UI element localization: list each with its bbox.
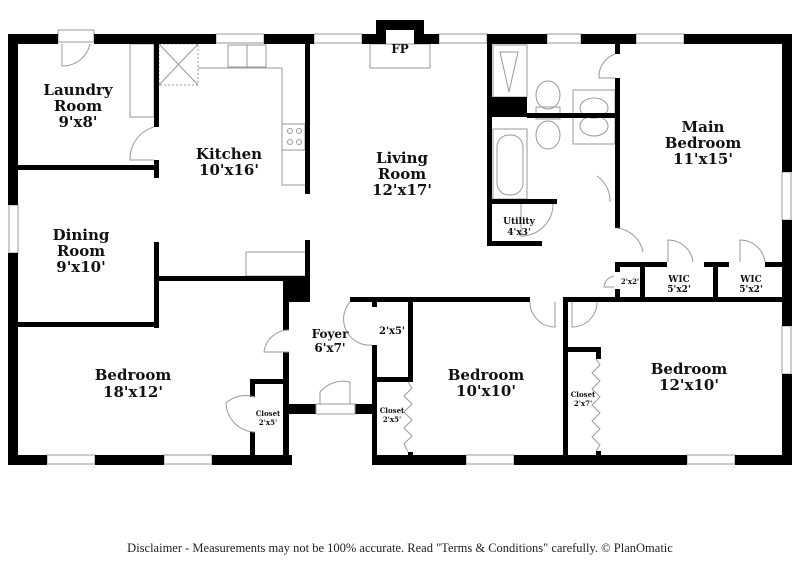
room-wic-1: WIC 5'x2'	[667, 275, 690, 295]
room-name: Closet	[256, 409, 281, 418]
room-bedroom-3: Bedroom 12'x10'	[651, 360, 728, 394]
room-dimensions: 9'x10'	[56, 258, 105, 276]
room-dining: Dining Room 9'x10'	[53, 226, 110, 276]
room-dimensions: 12'x10'	[659, 376, 719, 394]
room-name: WIC	[739, 275, 761, 285]
room-name: Bedroom	[651, 360, 728, 378]
room-bedroom-1-closet: Closet 2'x5'	[256, 409, 281, 427]
room-foyer: Foyer 6'x7'	[312, 327, 349, 355]
room-utility: Utility 4'x3'	[503, 217, 535, 238]
room-dimensions: 2'x7'	[574, 399, 592, 408]
room-dimensions: 6'x7'	[314, 341, 345, 355]
room-name: Main	[682, 118, 725, 136]
room-dimensions: 10'x10'	[456, 382, 516, 400]
room-dimensions: 5'x2'	[667, 285, 690, 295]
room-name: Closet	[571, 390, 596, 399]
room-foyer-closet: 2'x5'	[379, 326, 405, 337]
room-dimensions: 4'x3'	[507, 228, 530, 238]
room-name: Room	[57, 242, 105, 260]
room-dimensions: 2'x5'	[383, 415, 401, 424]
room-name: Laundry	[43, 81, 113, 99]
room-name: Living	[376, 149, 429, 167]
room-name: Closet	[380, 406, 405, 415]
room-name: Bedroom	[95, 366, 172, 384]
room-name: WIC	[667, 275, 689, 285]
room-closet-2x2: 2'x2'	[621, 277, 639, 286]
room-name: Bedroom	[448, 366, 525, 384]
room-kitchen: Kitchen 10'x16'	[196, 145, 262, 179]
fireplace-label: FP	[391, 42, 409, 56]
room-name: Foyer	[312, 327, 349, 341]
room-dimensions: 9'x8'	[58, 113, 97, 131]
room-wic-2: WIC 5'x2'	[739, 275, 762, 295]
doors	[61, 43, 766, 453]
room-dimensions: 5'x2'	[739, 285, 762, 295]
room-bedroom-2-closet: Closet 2'x5'	[380, 406, 405, 424]
room-labels: FP Laundry Room 9'x8' Kitchen 10'x16' Li…	[43, 42, 762, 427]
room-dimensions: 2'x2'	[621, 277, 639, 286]
walls	[8, 20, 792, 465]
room-laundry: Laundry Room 9'x8'	[43, 81, 113, 131]
disclaimer-text: Disclaimer - Measurements may not be 100…	[127, 541, 673, 555]
room-name: Bedroom	[665, 134, 742, 152]
room-dimensions: 10'x16'	[199, 161, 259, 179]
room-dimensions: 11'x15'	[673, 150, 733, 168]
room-living: Living Room 12'x17'	[372, 149, 432, 199]
room-name: Utility	[503, 217, 535, 227]
room-name: Room	[378, 165, 426, 183]
room-name: Dining	[53, 226, 110, 244]
room-name: Kitchen	[196, 145, 262, 163]
room-bedroom-3-closet: Closet 2'x7'	[571, 390, 596, 408]
room-dimensions: 18'x12'	[103, 383, 163, 401]
room-bedroom-2: Bedroom 10'x10'	[448, 366, 525, 400]
room-dimensions: 12'x17'	[372, 181, 432, 199]
room-dimensions: 2'x5'	[259, 418, 277, 427]
room-dimensions: 2'x5'	[379, 326, 405, 337]
room-main-bedroom: Main Bedroom 11'x15'	[665, 118, 742, 168]
room-name: Room	[54, 97, 102, 115]
room-bedroom-1: Bedroom 18'x12'	[95, 366, 172, 401]
